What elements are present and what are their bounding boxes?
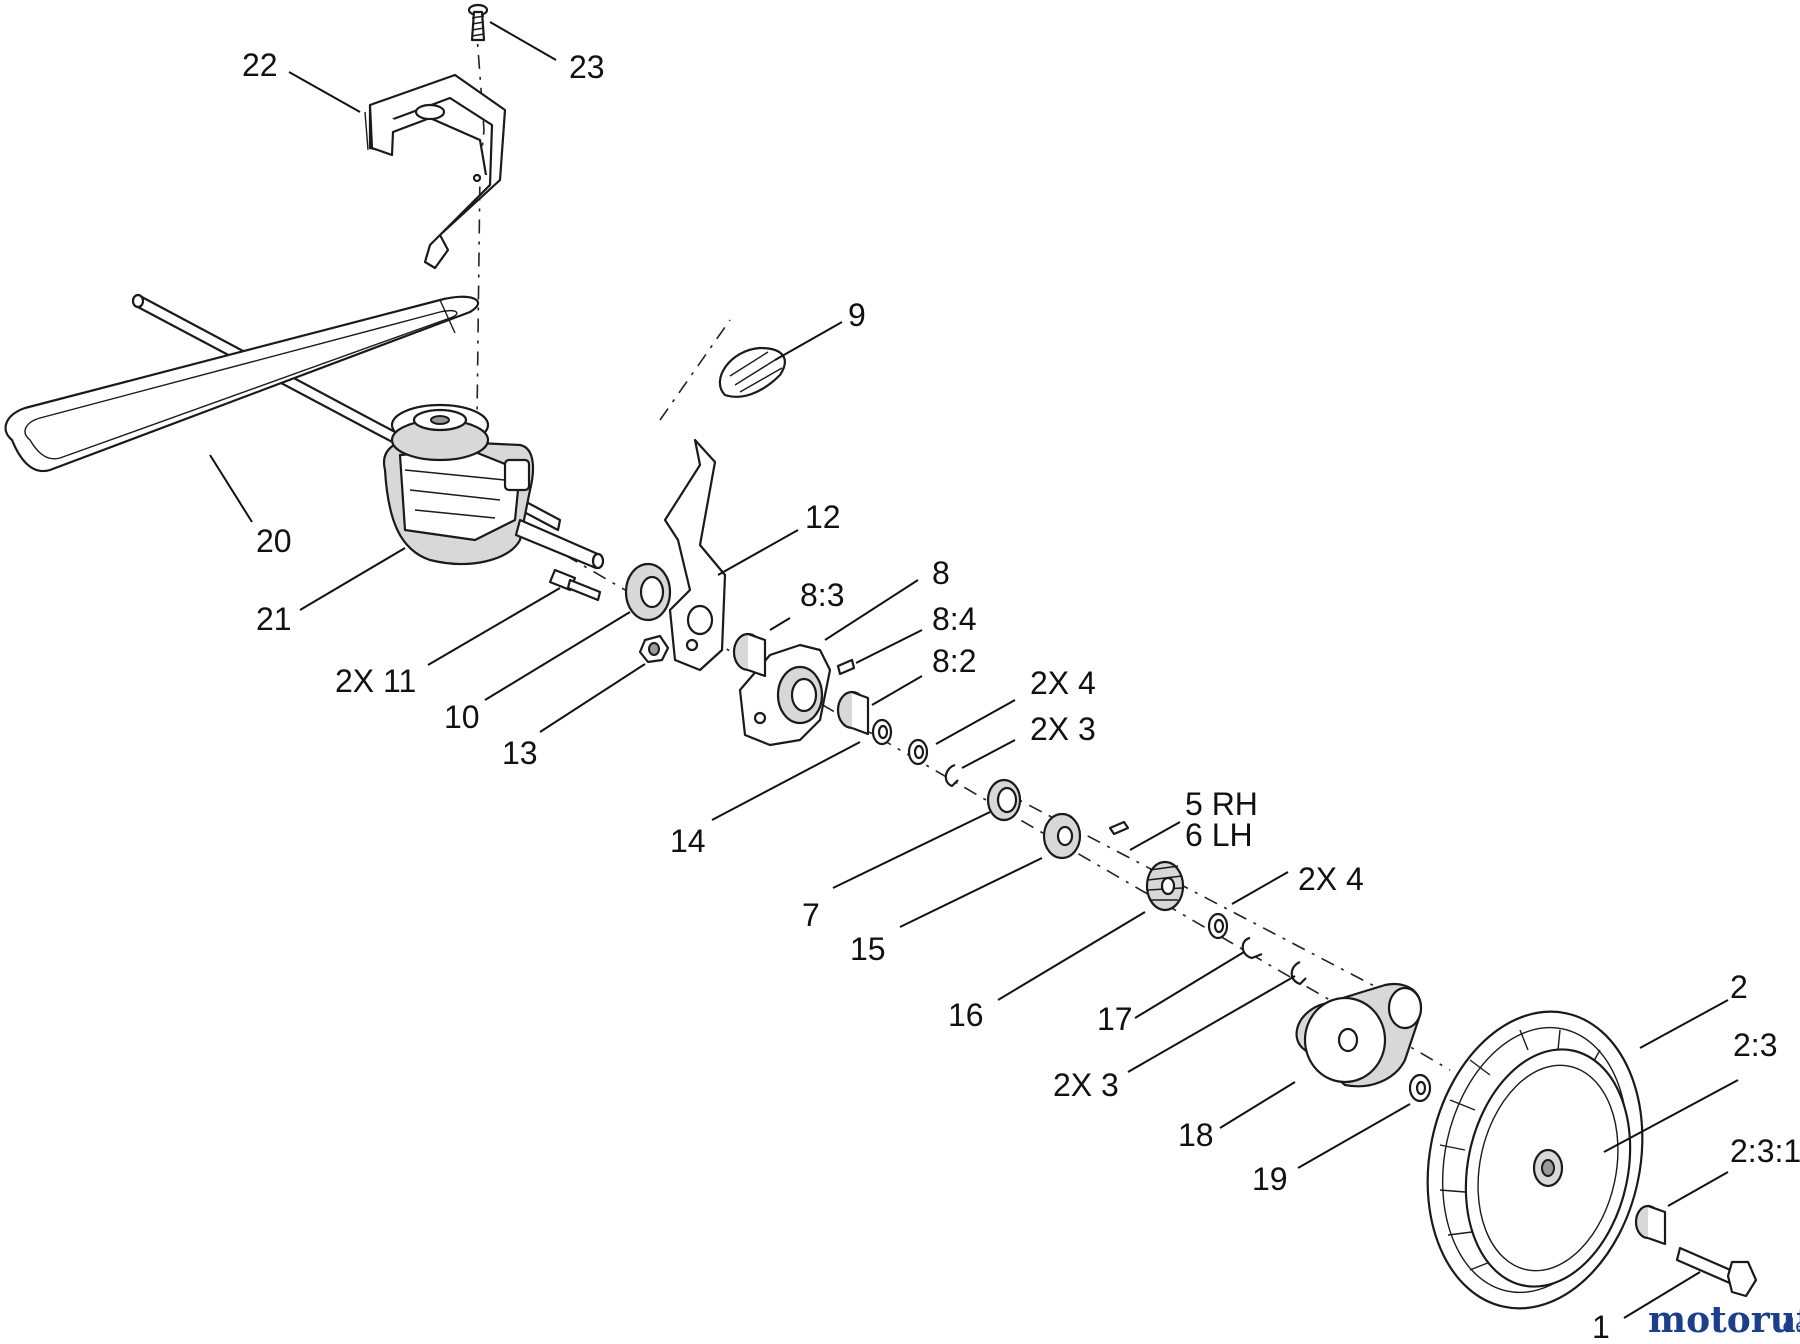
axis-screw-line (475, 21, 485, 421)
callout-12: 12 (805, 499, 841, 535)
leader-11 (427, 587, 561, 666)
leader-9 (774, 321, 843, 361)
washer-19 (1408, 1073, 1432, 1103)
leader-3a (961, 739, 1016, 769)
wheel-2 (1426, 1010, 1644, 1310)
callout-8-2: 8:2 (932, 643, 976, 679)
callout-13: 13 (502, 735, 538, 771)
callout-2-3-1: 2:3:1 (1730, 1133, 1800, 1169)
callout-22: 22 (242, 47, 278, 83)
leader-1 (1623, 1271, 1701, 1319)
leader-23 (489, 21, 557, 61)
axis-knob-line (659, 319, 731, 421)
leader-14 (711, 741, 861, 821)
callout-4a: 2X 4 (1030, 665, 1096, 701)
bracket-22 (364, 73, 507, 270)
callout-5-rh: 5 RH (1185, 786, 1258, 822)
assembly-axes (475, 21, 1451, 1071)
leader-2-3-1 (1667, 1171, 1729, 1207)
leader-8-4 (855, 629, 923, 664)
callout-2: 2 (1730, 969, 1748, 1005)
height-lever-12 (663, 438, 727, 672)
washer-4a (871, 718, 893, 746)
callout-11: 2X 11 (335, 663, 416, 699)
callout-2-3: 2:3 (1733, 1027, 1777, 1063)
callout-8: 8 (932, 555, 950, 591)
leader-4b (1231, 871, 1289, 905)
leader-10 (484, 611, 631, 701)
transmission-21 (382, 403, 605, 570)
callout-7: 7 (802, 897, 820, 933)
spacer-17 (1241, 936, 1263, 960)
leader-3b (1127, 975, 1296, 1073)
leader-8-2 (871, 675, 923, 706)
callout-3a: 2X 3 (1030, 711, 1096, 747)
callout-labels: 22 23 9 20 21 12 8 8:3 8:4 8:2 2X 11 10 … (242, 47, 1800, 1344)
watermark-logo: motoruf .de (1648, 1299, 1800, 1341)
washer-4c (1207, 912, 1229, 940)
bolt-1 (1675, 1246, 1758, 1298)
leader-21 (299, 547, 406, 611)
leader-8 (824, 579, 919, 641)
callout-8-4: 8:4 (932, 601, 976, 637)
callout-14: 14 (670, 823, 706, 859)
hub-cover-18 (1295, 982, 1423, 1088)
callout-6-lh: 6 LH (1185, 817, 1253, 853)
callout-1: 1 (1592, 1309, 1610, 1344)
watermark-brand: motoruf (1648, 1299, 1800, 1341)
callout-17: 17 (1097, 1001, 1133, 1037)
ring-7 (986, 778, 1022, 822)
callout-23: 23 (569, 49, 605, 85)
leader-lines (209, 21, 1739, 1319)
callout-19: 19 (1252, 1161, 1288, 1197)
leader-7 (832, 811, 991, 889)
leader-20 (209, 454, 253, 523)
bolt-11 (548, 568, 602, 602)
watermark-tld: .de (1776, 1313, 1800, 1337)
fitting-8-4 (836, 658, 856, 676)
gear-16 (1145, 860, 1185, 912)
leader-4a (935, 699, 1016, 745)
leader-13 (539, 663, 646, 733)
leader-22 (288, 71, 361, 113)
leader-8-3 (769, 617, 791, 631)
clip-3b (1290, 960, 1307, 986)
callout-4b: 2X 4 (1298, 861, 1364, 897)
leader-5-6 (1129, 821, 1181, 851)
leader-17 (1134, 951, 1245, 1019)
callout-9: 9 (848, 297, 866, 333)
bushing-2-3-1 (1634, 1204, 1667, 1246)
leader-12 (717, 529, 799, 576)
knob-9 (718, 346, 786, 398)
callout-21: 21 (256, 601, 292, 637)
bushing-8-3 (732, 632, 767, 678)
screw-23 (467, 3, 489, 42)
washer-4b (907, 738, 929, 766)
callout-20: 20 (256, 523, 292, 559)
clip-3a (944, 763, 959, 788)
leader-18 (1219, 1081, 1296, 1129)
leader-2-3 (1603, 1079, 1739, 1153)
pin-5-6 (1108, 820, 1130, 836)
leader-16 (997, 911, 1146, 1001)
ratchet-15 (1042, 812, 1082, 860)
bushing-8-2 (836, 690, 870, 736)
callout-3b: 2X 3 (1053, 1067, 1119, 1103)
leader-2 (1639, 999, 1729, 1049)
nut-13 (638, 634, 670, 664)
leader-15 (899, 857, 1043, 928)
leader-19 (1297, 1103, 1411, 1169)
callout-15: 15 (850, 931, 886, 967)
washer-10 (624, 562, 672, 622)
callout-8-3: 8:3 (800, 577, 844, 613)
callout-18: 18 (1178, 1117, 1214, 1153)
callout-10: 10 (444, 699, 480, 735)
callout-16: 16 (948, 997, 984, 1033)
